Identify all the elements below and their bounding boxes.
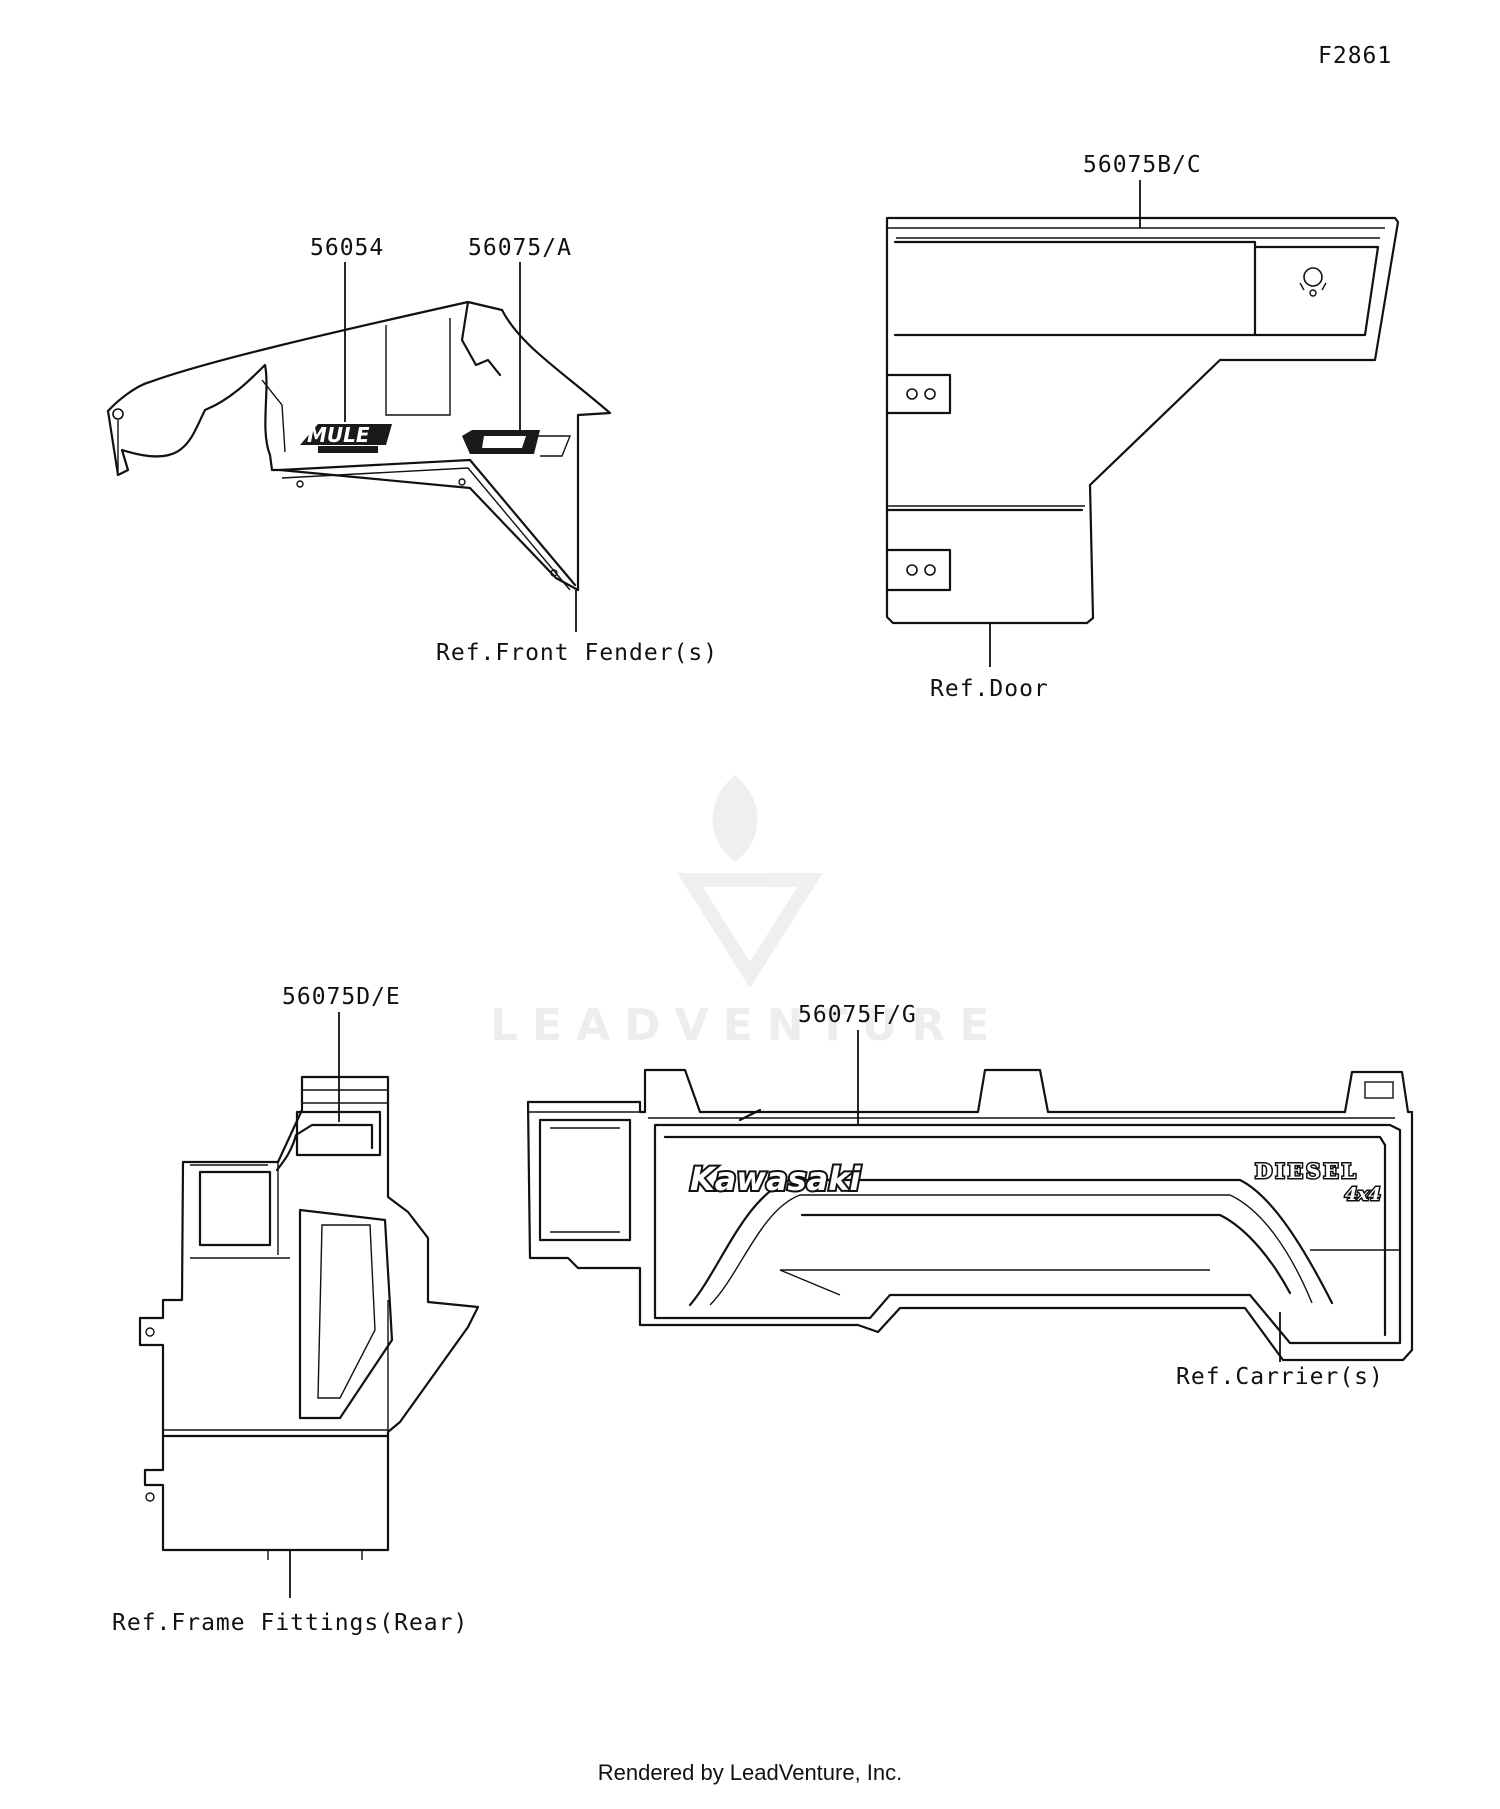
4x4-decal: 4x4 xyxy=(1345,1184,1381,1205)
diesel-decal: DIESEL xyxy=(1255,1159,1359,1183)
ref-frame-fittings: Ref.Frame Fittings(Rear) xyxy=(112,1610,468,1636)
watermark-logo: LEADVENTURE xyxy=(490,775,1003,1051)
ref-front-fender: Ref.Front Fender(s) xyxy=(436,640,718,666)
frame-panel-drawing xyxy=(138,1075,480,1560)
mule-decal-text: MULE xyxy=(307,423,370,447)
kawasaki-decal: Kawasaki xyxy=(690,1160,861,1198)
ref-carriers: Ref.Carrier(s) xyxy=(1176,1364,1384,1390)
carrier-drawing: Kawasaki DIESEL 4x4 xyxy=(526,1068,1414,1362)
part-label-56075d-e: 56075D/E xyxy=(282,984,401,1010)
part-label-56075f-g: 56075F/G xyxy=(798,1002,917,1028)
ref-door: Ref.Door xyxy=(930,676,1049,702)
door-drawing xyxy=(885,216,1400,625)
footer-credit: Rendered by LeadVenture, Inc. xyxy=(597,1760,903,1785)
watermark-text: LEADVENTURE xyxy=(490,1000,1003,1051)
figure-id: F2861 xyxy=(1318,43,1392,69)
part-label-56054: 56054 xyxy=(310,235,384,261)
front-fender-drawing: MULE xyxy=(106,300,612,592)
part-label-56075-a: 56075/A xyxy=(468,235,572,261)
part-label-56075b-c: 56075B/C xyxy=(1083,152,1202,178)
mule-decal: MULE xyxy=(300,423,392,453)
fender-badge-decal xyxy=(462,430,572,457)
